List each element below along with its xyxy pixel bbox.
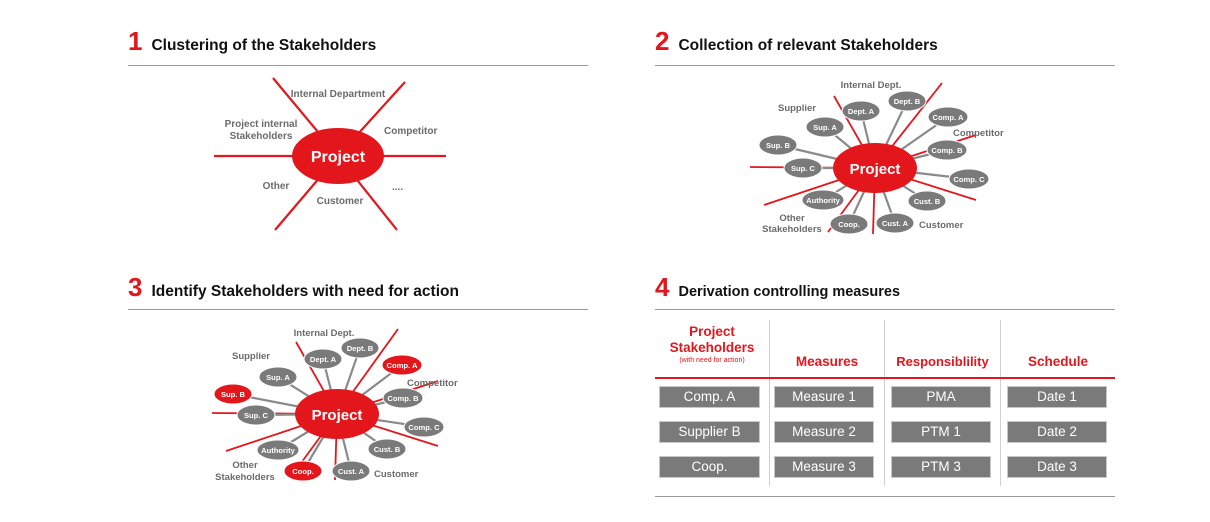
panel-3-title: 3 Identify Stakeholders with need for ac… xyxy=(128,272,459,303)
label-customer: Customer xyxy=(317,196,364,207)
panel-1-divider xyxy=(128,65,588,66)
panel-2-divider xyxy=(655,65,1115,66)
label-competitor: Competitor xyxy=(384,126,437,137)
cell-responsibility: PTM 3 xyxy=(891,456,991,478)
header-measures: Measures xyxy=(795,354,859,369)
cell-schedule: Date 1 xyxy=(1007,386,1107,408)
panel-number: 1 xyxy=(128,26,143,56)
cell-stakeholder: Comp. A xyxy=(659,386,760,408)
label-supplier: Supplier xyxy=(232,351,270,362)
column-divider xyxy=(884,320,885,486)
pill-coop: Coop. xyxy=(838,220,860,229)
pill-dept-a: Dept. A xyxy=(310,355,337,364)
pill-sup-b-highlighted: Sup. B xyxy=(221,390,246,399)
header-underline xyxy=(655,377,1115,379)
pill-cust-b: Cust. B xyxy=(914,197,941,206)
panel-4-divider xyxy=(655,309,1115,310)
column-divider xyxy=(1000,320,1001,486)
label-internal-department: Internal Department xyxy=(291,89,386,100)
label-project-internal: Project internal xyxy=(225,119,298,130)
label-other: Other xyxy=(779,213,805,224)
panel-2-title: 2 Collection of relevant Stakeholders xyxy=(655,26,938,57)
cell-measure: Measure 2 xyxy=(774,421,874,443)
stakeholder-cluster-diagram: Project Internal Department Project inte… xyxy=(214,77,446,231)
pill-dept-a: Dept. A xyxy=(848,107,875,116)
label-other-stakeholders: Stakeholders xyxy=(215,472,275,483)
cell-responsibility: PTM 1 xyxy=(891,421,991,443)
label-competitor: Competitor xyxy=(407,378,458,389)
project-label: Project xyxy=(311,149,366,166)
pill-sup-c: Sup. C xyxy=(791,164,816,173)
table-bottom-rule xyxy=(655,496,1115,497)
panel-number: 4 xyxy=(655,272,670,302)
pill-comp-c: Comp. C xyxy=(953,175,985,184)
pill-authority: Authority xyxy=(806,196,841,205)
panel-4-title: 4 Derivation controlling measures xyxy=(655,272,900,303)
cell-responsibility: PMA xyxy=(891,386,991,408)
pill-sup-c: Sup. C xyxy=(244,411,269,420)
panel-title-text: Clustering of the Stakeholders xyxy=(151,37,377,54)
pill-comp-a-highlighted: Comp. A xyxy=(387,361,418,370)
pill-sup-a: Sup. A xyxy=(266,373,290,382)
label-other-stakeholders: Stakeholders xyxy=(762,224,822,235)
label-customer: Customer xyxy=(919,220,964,231)
label-more: .... xyxy=(392,182,403,193)
panel-title-text: Identify Stakeholders with need for acti… xyxy=(151,283,459,300)
cell-measure: Measure 3 xyxy=(774,456,874,478)
pill-cust-a: Cust. A xyxy=(882,219,909,228)
label-competitor: Competitor xyxy=(953,128,1004,139)
panel-title-text: Derivation controlling measures xyxy=(678,284,901,300)
label-other: Other xyxy=(232,460,258,471)
pill-authority: Authority xyxy=(261,446,296,455)
stakeholder-action-diagram: Project Dept. A Dept. B Comp. A Comp. B … xyxy=(211,328,458,483)
cell-schedule: Date 2 xyxy=(1007,421,1107,443)
label-internal-dept: Internal Dept. xyxy=(294,328,355,339)
panel-1-title: 1 Clustering of the Stakeholders xyxy=(128,26,376,57)
project-node xyxy=(292,128,384,184)
pill-comp-c: Comp. C xyxy=(408,423,440,432)
label-project-internal-2: Stakeholders xyxy=(230,131,293,142)
pill-dept-b: Dept. B xyxy=(894,97,921,106)
header-schedule: Schedule xyxy=(1027,354,1089,369)
project-label: Project xyxy=(850,161,901,178)
pill-comp-b: Comp. B xyxy=(931,146,963,155)
cell-measure: Measure 1 xyxy=(774,386,874,408)
panel-title-text: Collection of relevant Stakeholders xyxy=(678,37,938,54)
project-node xyxy=(833,143,917,193)
pill-cust-b: Cust. B xyxy=(374,445,401,454)
pill-coop-highlighted: Coop. xyxy=(292,467,314,476)
panel-3-divider xyxy=(128,309,588,310)
panel-number: 3 xyxy=(128,272,143,302)
pill-comp-a: Comp. A xyxy=(933,113,964,122)
pill-sup-b: Sup. B xyxy=(766,141,791,150)
pill-dept-b: Dept. B xyxy=(347,344,374,353)
label-internal-dept: Internal Dept. xyxy=(841,80,902,91)
controlling-measures-table: Project Stakeholders (with need for acti… xyxy=(655,320,1115,500)
label-customer: Customer xyxy=(374,469,419,480)
pill-sup-a: Sup. A xyxy=(813,123,837,132)
panel-number: 2 xyxy=(655,26,670,56)
column-divider xyxy=(769,320,770,486)
cell-schedule: Date 3 xyxy=(1007,456,1107,478)
pill-comp-b: Comp. B xyxy=(387,394,419,403)
project-node xyxy=(295,389,379,439)
header-project-stakeholders: Project Stakeholders (with need for acti… xyxy=(669,324,755,364)
cell-stakeholder: Supplier B xyxy=(659,421,760,443)
pill-cust-a: Cust. A xyxy=(338,467,365,476)
label-supplier: Supplier xyxy=(778,103,816,114)
header-responsibility: Responsiblility xyxy=(896,354,989,369)
label-other: Other xyxy=(263,181,290,192)
stakeholder-collection-diagram: Project Dept. A Dept. B Comp. A Comp. B … xyxy=(749,80,1004,235)
project-label: Project xyxy=(312,407,363,424)
cell-stakeholder: Coop. xyxy=(659,456,760,478)
